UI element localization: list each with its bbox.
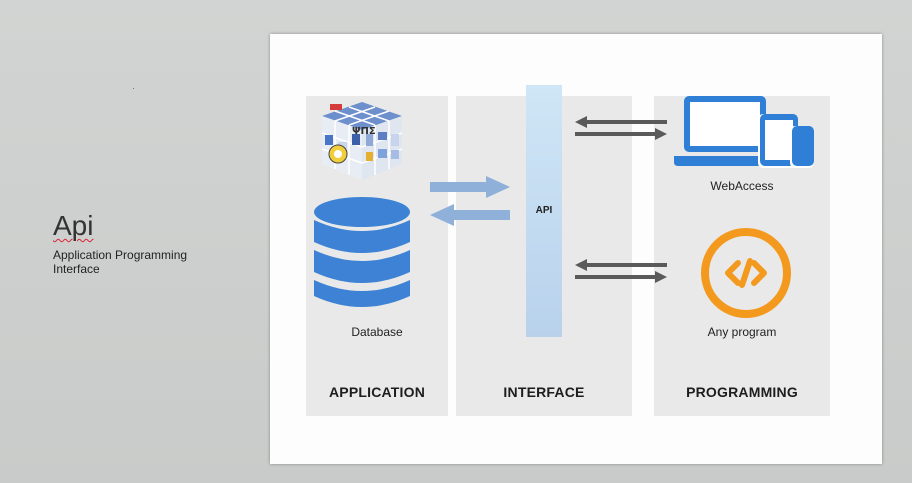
app-api-arrows (430, 176, 510, 226)
code-icon (701, 228, 791, 318)
slide-title: Api (53, 210, 94, 241)
api-program-arrows (575, 259, 667, 283)
api-webaccess-arrows (575, 116, 667, 140)
panel-label-interface: INTERFACE (503, 384, 585, 400)
rubiks-cube-icon: ΨΠΣ (321, 102, 403, 180)
slide-subtitle: Application Programming Interface (53, 248, 188, 276)
database-label: Database (351, 325, 403, 339)
api-label: API (535, 205, 553, 216)
any-program-label: Any program (707, 325, 777, 339)
api-bar: API (526, 85, 562, 337)
devices-icon (674, 96, 814, 168)
webaccess-label: WebAccess (710, 179, 774, 193)
svg-text:ΨΠΣ: ΨΠΣ (352, 126, 376, 137)
stray-dot (133, 88, 134, 89)
database-icon (314, 197, 410, 307)
panel-label-application: APPLICATION (328, 384, 426, 400)
panel-label-programming: PROGRAMMING (686, 384, 798, 400)
diagram-card: APPLICATION INTERFACE PROGRAMMING API (270, 34, 882, 464)
